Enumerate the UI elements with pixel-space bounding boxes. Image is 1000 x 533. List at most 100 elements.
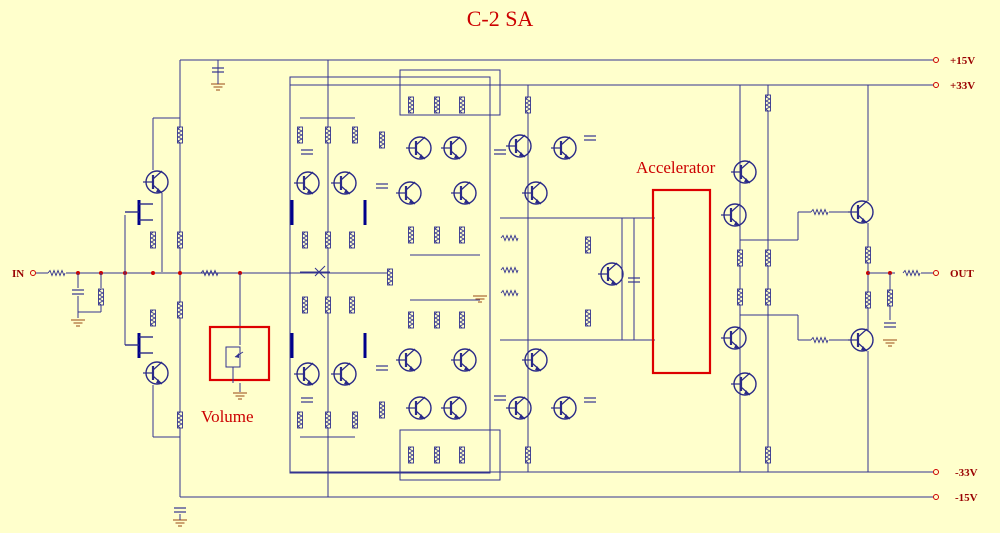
resistor — [585, 309, 591, 327]
output-terminal — [933, 270, 939, 276]
resistor — [737, 249, 743, 267]
capacitor — [493, 149, 507, 155]
rail-p15-terminal — [933, 57, 939, 63]
resistor — [500, 267, 519, 273]
transistor-npn — [329, 170, 358, 196]
ground-symbol — [882, 339, 898, 347]
input-bias-resistor — [98, 288, 104, 306]
capacitor — [300, 149, 314, 155]
transistor-pnp — [329, 361, 358, 387]
bias-servo-stage — [493, 85, 655, 472]
input-buffer-stage — [125, 60, 242, 527]
transistor-pnp — [141, 360, 170, 386]
resistor — [434, 96, 440, 114]
resistor — [379, 401, 385, 419]
resistor — [459, 226, 465, 244]
resistor — [177, 411, 183, 429]
transistor-npn — [404, 135, 433, 161]
output-resistor — [902, 270, 921, 276]
transistor-output-pnp — [846, 327, 875, 353]
input-capacitor — [71, 289, 85, 295]
rail-m15-terminal — [933, 494, 939, 500]
resistor — [325, 411, 331, 429]
transistor-npn — [549, 135, 578, 161]
resistor — [525, 96, 531, 114]
ground-symbol — [472, 295, 488, 303]
input-terminal — [30, 270, 36, 276]
resistor — [765, 249, 771, 267]
transistor-driver-pnp — [719, 325, 748, 351]
resistor — [150, 309, 156, 327]
transistor-driver-npn — [719, 202, 748, 228]
resistor — [325, 126, 331, 144]
resistor — [297, 126, 303, 144]
resistor — [765, 94, 771, 112]
resistor — [352, 411, 358, 429]
volume-label: Volume — [201, 407, 254, 426]
input-label: IN — [12, 268, 24, 280]
accelerator-label: Accelerator — [636, 158, 716, 177]
resistor — [525, 446, 531, 464]
supply-rails: +15V +33V -33V -15V — [180, 55, 978, 504]
supply-bypass-capacitor — [173, 507, 187, 513]
transistor-pnp — [404, 395, 433, 421]
volume-highlight-box — [208, 325, 271, 382]
transistor-pnp — [394, 347, 423, 373]
resistor — [379, 131, 385, 149]
resistor — [387, 268, 393, 286]
resistor — [459, 311, 465, 329]
rail-p15-label: +15V — [950, 55, 975, 67]
ground-symbol — [210, 83, 226, 91]
transistor-npn — [520, 180, 549, 206]
resistor — [765, 288, 771, 306]
capacitor — [583, 135, 597, 141]
differential-input-stage — [289, 60, 491, 497]
resistor — [434, 226, 440, 244]
capacitor — [300, 397, 314, 403]
transistor-pnp — [292, 361, 321, 387]
transistor-npn — [449, 180, 478, 206]
input-resistor — [47, 270, 66, 276]
resistor — [325, 231, 331, 249]
transistor-npn — [504, 133, 533, 159]
resistor — [325, 296, 331, 314]
capacitor — [583, 397, 597, 403]
resistor — [408, 311, 414, 329]
resistor — [177, 301, 183, 319]
resistor — [500, 290, 519, 296]
volume-control: Volume — [201, 325, 271, 426]
rail-p33-terminal — [933, 82, 939, 88]
resistor — [177, 126, 183, 144]
resistor — [352, 126, 358, 144]
resistor — [302, 296, 308, 314]
resistor — [459, 446, 465, 464]
schematic-title: C-2 SA — [467, 6, 534, 31]
ground-symbol — [70, 319, 86, 327]
transistor-pnp — [449, 347, 478, 373]
ground-symbol — [232, 392, 248, 400]
rail-m15-label: -15V — [955, 492, 978, 504]
resistor — [434, 446, 440, 464]
resistor — [865, 291, 871, 309]
resistor — [302, 231, 308, 249]
transistor-pnp — [439, 395, 468, 421]
transistor-npn — [394, 180, 423, 206]
resistor — [349, 231, 355, 249]
resistor — [434, 311, 440, 329]
rail-m33-terminal — [933, 469, 939, 475]
rail-m33-label: -33V — [955, 467, 978, 479]
rail-p33-label: +33V — [950, 80, 975, 92]
transistor-npn — [141, 169, 170, 195]
transistor-vbe-multiplier — [596, 261, 625, 287]
resistor — [810, 337, 829, 343]
resistor — [765, 446, 771, 464]
resistor — [150, 231, 156, 249]
resistor — [177, 231, 183, 249]
voltage-amplifier-stage — [375, 69, 519, 481]
transistor-npn — [439, 135, 468, 161]
transistor-driver-pnp — [729, 371, 758, 397]
capacitor — [493, 395, 507, 401]
zobel-resistor — [887, 289, 893, 307]
transistor-pnp — [549, 395, 578, 421]
